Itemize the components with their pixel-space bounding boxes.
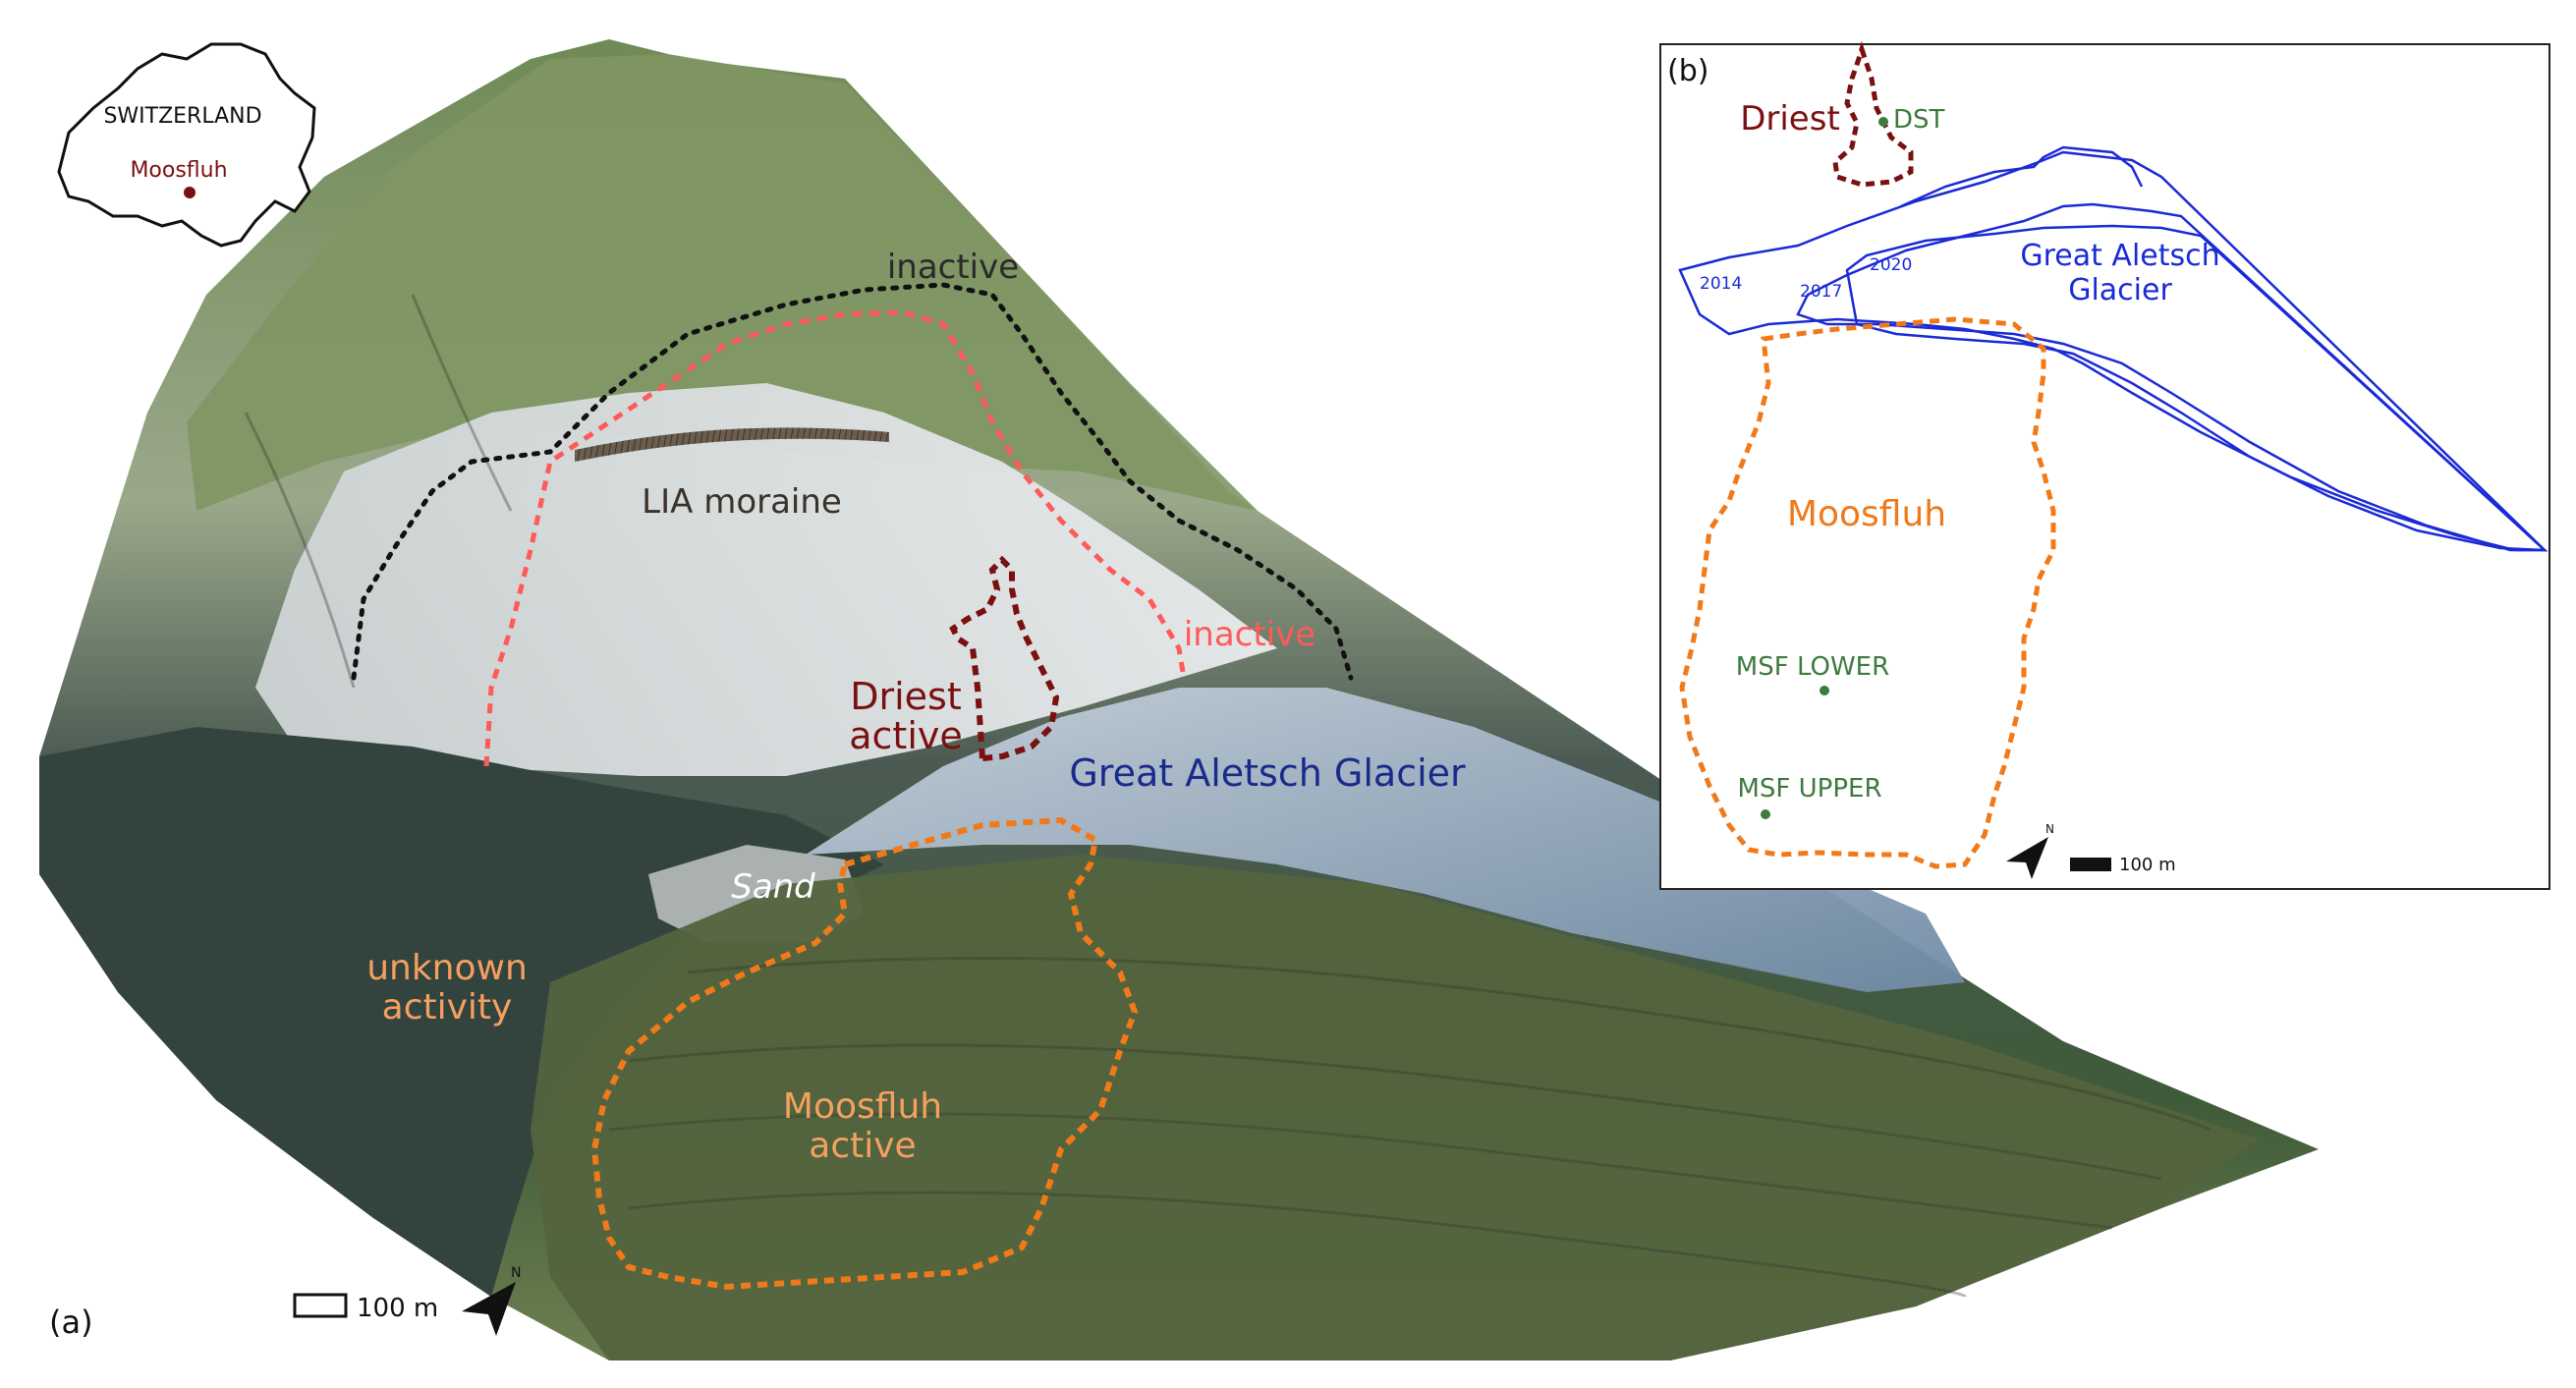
label-sand: Sand <box>731 867 815 907</box>
north-arrow-a: N <box>462 1265 521 1336</box>
panel-a-label: (a) <box>49 1304 93 1341</box>
north-arrow-a-icon <box>462 1282 516 1336</box>
panel-a: inactive LIA moraine inactive Driest act… <box>39 39 2319 1360</box>
glacier-outline-2017 <box>1796 202 2548 552</box>
scale-bar-b: 100 m <box>2070 855 2176 875</box>
msf-lower-station <box>1820 686 1829 695</box>
label-inactive-red: inactive <box>1184 615 1316 654</box>
label-inactive-black: inactive <box>887 248 1019 287</box>
msf-upper-station <box>1761 809 1770 819</box>
switzerland-locator: SWITZERLAND Moosfluh <box>57 42 316 248</box>
north-arrow-b: N <box>2006 822 2054 879</box>
lower-slope <box>531 855 2260 1360</box>
glacier-label-b-line1: Great Aletsch <box>2020 239 2219 273</box>
label-moosfluh-line2: active <box>809 1126 916 1166</box>
dst-label: DST <box>1893 105 1945 135</box>
label-driest-line2: active <box>849 714 963 757</box>
moosfluh-outline-b <box>1679 316 2056 869</box>
north-arrow-a-label: N <box>511 1265 521 1281</box>
glacier-label-b-line2: Glacier <box>2068 273 2172 307</box>
north-arrow-b-label: N <box>2045 822 2054 836</box>
north-arrow-b-icon <box>2006 837 2048 879</box>
inactive-red-outline <box>483 309 1187 767</box>
glacier-upper-branch <box>1900 145 2144 208</box>
driest-label-b: Driest <box>1740 99 1840 139</box>
glacier-outlines <box>1678 145 2548 552</box>
switzerland-label: SWITZERLAND <box>103 104 261 129</box>
year-label-2017: 2017 <box>1800 282 1842 302</box>
panel-b-label: (b) <box>1667 54 1708 88</box>
msf-lower-label: MSF LOWER <box>1736 652 1889 682</box>
scale-bar-b-rect <box>2070 858 2111 871</box>
panel-b-frame <box>1659 43 2550 890</box>
glacier-outline-2020 <box>1845 224 2548 552</box>
driest-active-outline <box>949 555 1060 762</box>
moosfluh-label-b: Moosfluh <box>1787 494 1946 534</box>
upper-slope <box>187 54 1258 511</box>
year-label-2020: 2020 <box>1870 255 1912 275</box>
scale-bar-a: 100 m <box>293 1293 438 1323</box>
moosfluh-active-outline <box>590 816 1139 1291</box>
scale-bar-b-label: 100 m <box>2119 855 2176 875</box>
terrain-texture <box>244 294 2212 1299</box>
rock-scar <box>255 383 1277 776</box>
label-driest-line1: Driest <box>850 675 962 718</box>
label-unknown-line1: unknown <box>366 948 528 988</box>
moosfluh-locator-label: Moosfluh <box>130 158 227 183</box>
label-glacier: Great Aletsch Glacier <box>1069 751 1466 795</box>
glacier-surface <box>806 688 1965 992</box>
msf-upper-label: MSF UPPER <box>1737 774 1881 804</box>
glacier-outline-2014 <box>1678 150 2548 552</box>
label-moosfluh-line1: Moosfluh <box>783 1086 942 1127</box>
year-label-2014: 2014 <box>1700 274 1742 294</box>
dst-station <box>1878 117 1888 127</box>
label-unknown-line2: activity <box>382 987 513 1027</box>
scale-bar-a-label: 100 m <box>357 1294 438 1323</box>
switzerland-outline <box>57 42 316 248</box>
lia-moraine-band <box>575 427 889 462</box>
panel-b: (b) 2014 2017 2020 Great Aletsch Glacier… <box>1659 40 2550 890</box>
inactive-black-outline <box>351 282 1354 681</box>
scale-bar-a-rect <box>293 1293 348 1318</box>
label-lia-moraine: LIA moraine <box>642 482 842 522</box>
moosfluh-locator-dot <box>184 187 196 198</box>
